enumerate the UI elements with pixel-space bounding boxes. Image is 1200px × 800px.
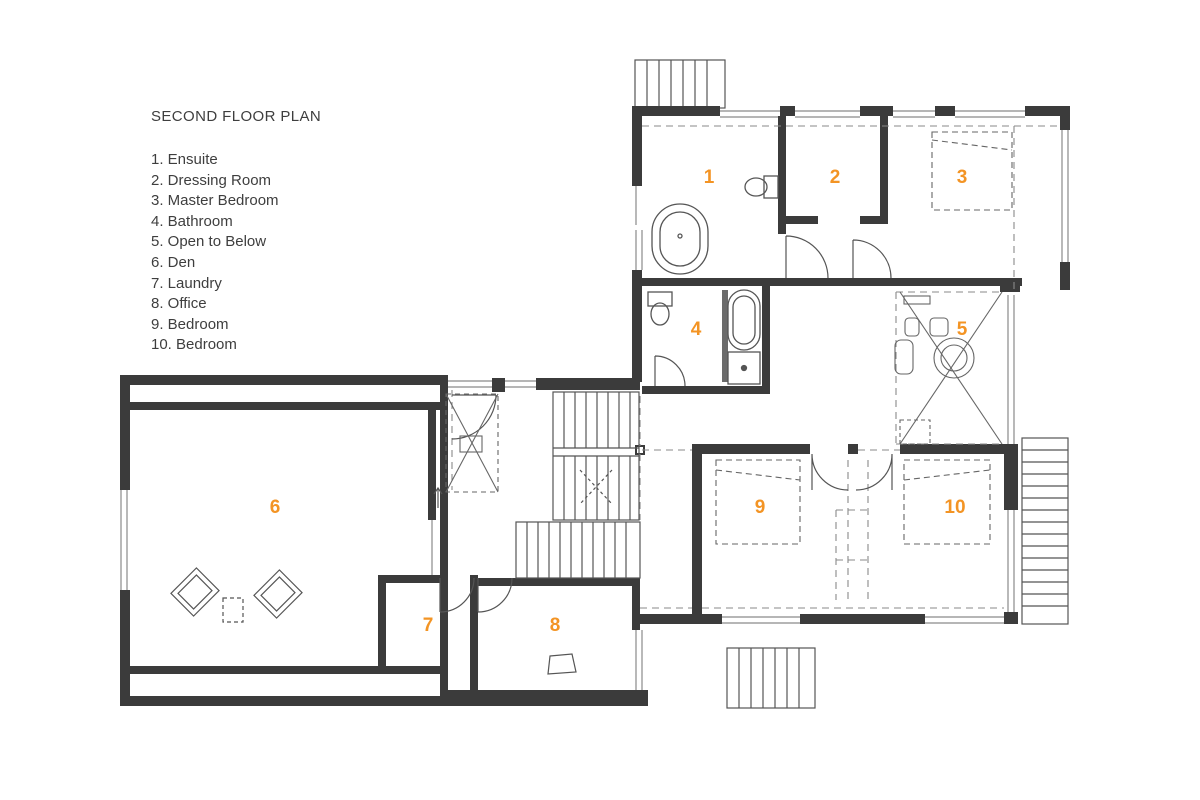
closet-cross [445, 393, 499, 493]
exterior-stairs-bottom [726, 647, 816, 709]
sliding-door-arrow [433, 486, 443, 508]
legend-item: 9. Bedroom [151, 315, 229, 333]
bathtub-bathroom [727, 289, 761, 385]
legend-item: 6. Den [151, 253, 196, 271]
bed-bedroom-9 [715, 459, 801, 545]
exterior-stairs-right [1021, 437, 1069, 625]
legend-item: 5. Open to Below [151, 233, 267, 251]
open-to-below-cross [894, 291, 1003, 445]
legend-item: 1. Ensuite [151, 151, 218, 168]
toilet-bathroom [647, 291, 673, 326]
room-number-6: 6 [269, 497, 281, 518]
room-number-5: 5 [956, 319, 968, 340]
window-lines [120, 110, 1069, 690]
legend-item: 10. Bedroom [151, 336, 237, 354]
office-chair [547, 653, 577, 675]
room-number-1: 1 [703, 167, 715, 188]
walls [120, 106, 1070, 706]
legend-item: 3. Master Bedroom [151, 192, 279, 210]
legend-item: 8. Office [151, 295, 207, 313]
room-number-4: 4 [690, 319, 702, 340]
bed-master [931, 131, 1013, 211]
legend-item: 4. Bathroom [151, 212, 233, 230]
room-number-2: 2 [829, 167, 841, 188]
room-number-7: 7 [422, 615, 434, 636]
toilet-ensuite [744, 175, 779, 199]
bathtub-ensuite [651, 203, 709, 275]
dashed-lines [451, 125, 1058, 609]
bed-bedroom-10 [903, 459, 991, 545]
exterior-stairs-top [634, 59, 726, 109]
room-number-10: 10 [944, 497, 966, 518]
door-swings [439, 235, 893, 613]
interior-stairs [515, 391, 641, 579]
legend-item: 7. Laundry [151, 274, 222, 292]
room-number-8: 8 [549, 615, 561, 636]
room-legend: 1. Ensuite 2. Dressing Room 3. Master Be… [151, 150, 279, 356]
room-number-3: 3 [956, 167, 968, 188]
den-chairs [170, 567, 303, 623]
legend-item: 2. Dressing Room [151, 171, 272, 189]
room-number-9: 9 [754, 497, 766, 518]
plan-title: SECOND FLOOR PLAN [151, 108, 322, 125]
